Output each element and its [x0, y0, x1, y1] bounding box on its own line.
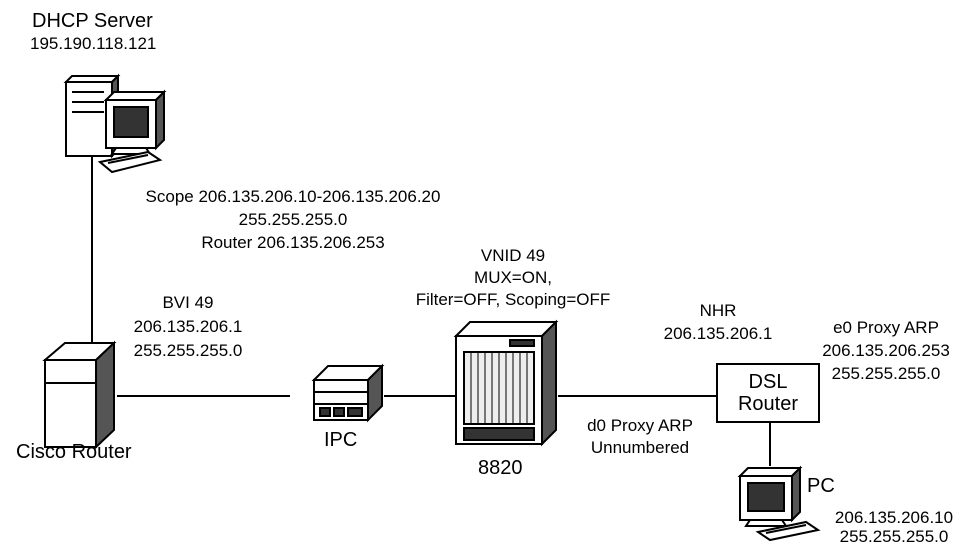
- dhcp-server-ip: 195.190.118.121: [30, 34, 157, 53]
- nhr-label: NHR: [699, 301, 737, 320]
- bvi-ip-label: 206.135.206.1: [133, 317, 243, 336]
- mux-label: MUX=ON,: [474, 268, 552, 287]
- d0-unnumbered-label: Unnumbered: [590, 438, 690, 457]
- cisco-router-name: Cisco Router: [16, 441, 132, 463]
- pc-icon: [737, 465, 821, 542]
- switch-8820-name: 8820: [478, 457, 523, 479]
- cisco-router-icon: [42, 340, 117, 450]
- pc-mask-label: 255.255.255.0: [839, 527, 949, 546]
- filter-scoping-label: Filter=OFF, Scoping=OFF: [415, 290, 611, 309]
- e0-mask-label: 255.255.255.0: [831, 364, 941, 383]
- dhcp-server-icon: [63, 73, 167, 174]
- pc-name: PC: [807, 475, 835, 497]
- ipc-name: IPC: [324, 429, 358, 451]
- scope-mask-label: 255.255.255.0: [238, 210, 348, 229]
- dsl-router-label-line2: Router: [737, 393, 799, 415]
- vnid-label: VNID 49: [480, 246, 546, 265]
- bvi-mask-label: 255.255.255.0: [133, 341, 243, 360]
- scope-range-label: Scope 206.135.206.10-206.135.206.20: [145, 187, 441, 206]
- dsl-router-label-line1: DSL: [748, 371, 788, 393]
- dsl-router-box: DSL Router: [716, 363, 820, 423]
- pc-ip-label: 206.135.206.10: [834, 508, 954, 527]
- e0-proxy-arp-label: e0 Proxy ARP: [833, 318, 939, 337]
- d0-proxy-arp-label: d0 Proxy ARP: [587, 416, 693, 435]
- ipc-icon: [311, 363, 385, 423]
- bvi-label: BVI 49: [162, 293, 214, 312]
- dhcp-server-name: DHCP Server: [32, 10, 153, 32]
- nhr-ip-label: 206.135.206.1: [663, 324, 773, 343]
- e0-ip-label: 206.135.206.253: [822, 341, 950, 360]
- scope-router-label: Router 206.135.206.253: [201, 233, 385, 252]
- switch-8820-icon: [453, 319, 559, 447]
